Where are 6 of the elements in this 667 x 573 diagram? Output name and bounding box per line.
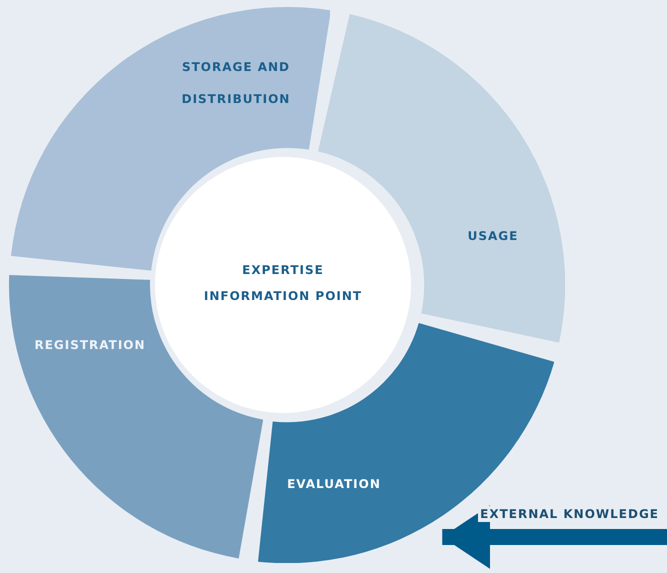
segment-label: STORAGE AND DISTRIBUTION	[180, 59, 292, 108]
arrow	[442, 505, 667, 569]
segment-label: EVALUATION	[286, 476, 382, 493]
segment-label: REGISTRATION	[33, 336, 147, 354]
segment-label: USAGE	[466, 228, 520, 245]
segment-label: EXPERTISE INFORMATION POINT	[202, 262, 364, 305]
